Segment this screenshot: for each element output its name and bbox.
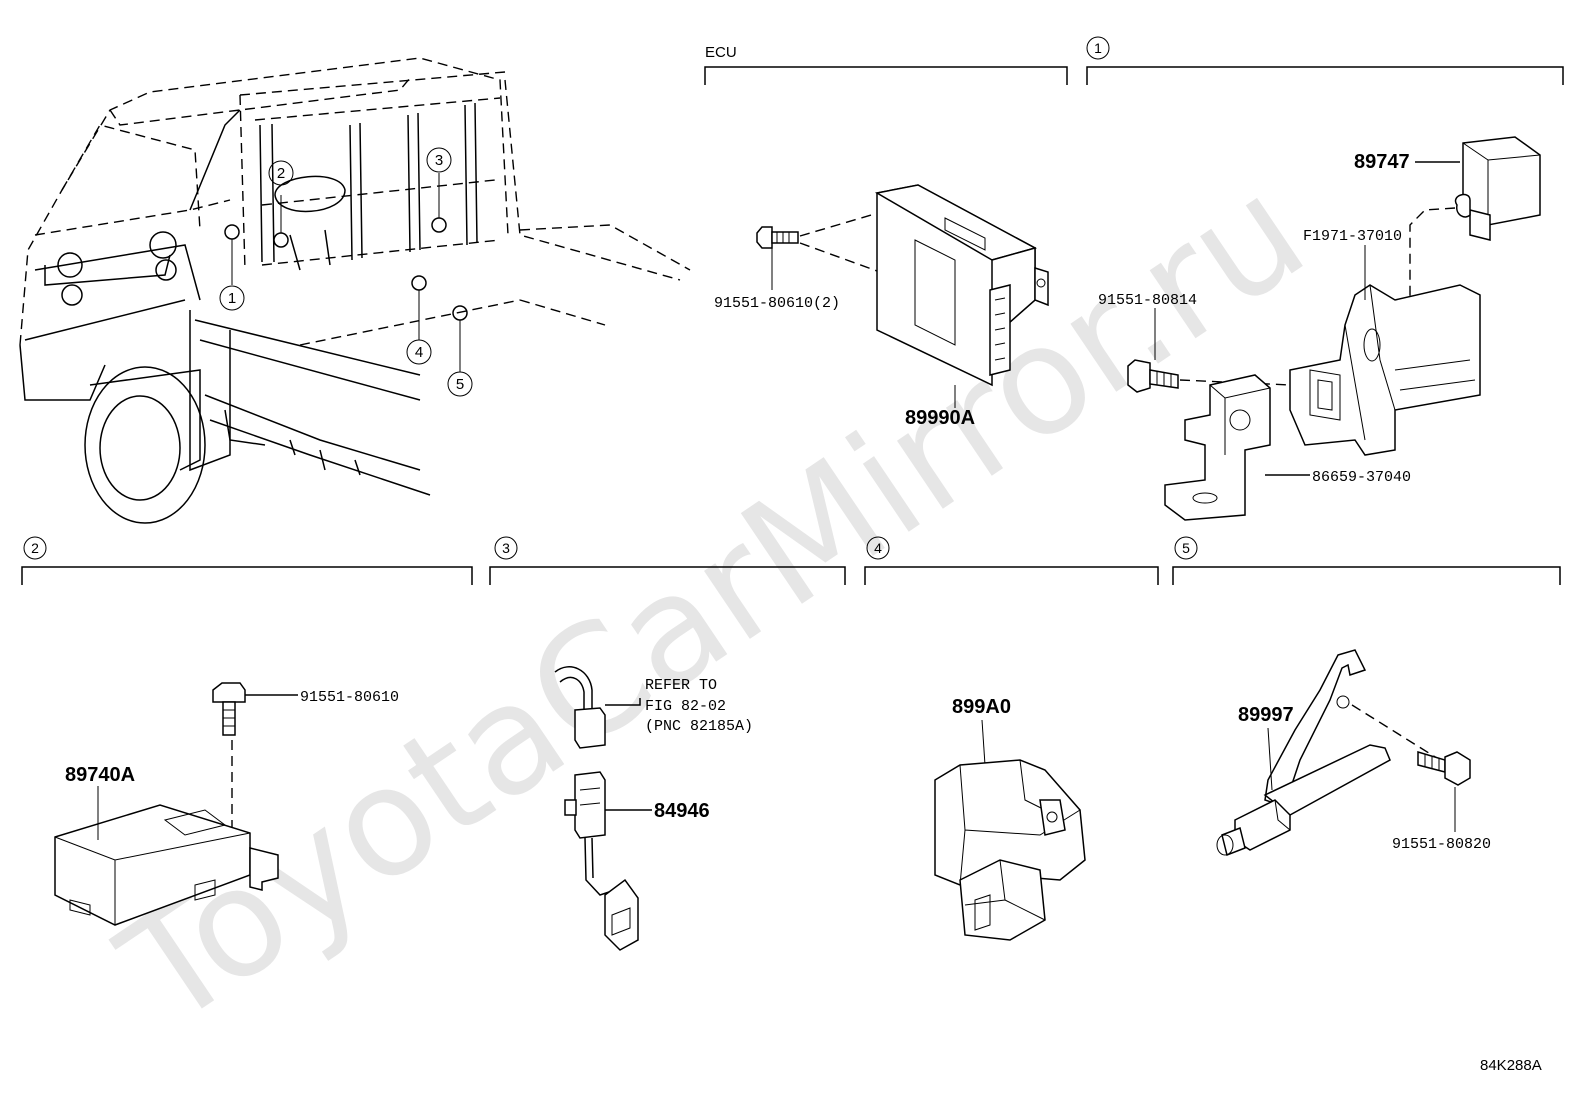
part-91551-80814: 91551-80814 [1098,292,1197,309]
section-2-marker: 2 [31,540,39,556]
part-84946: 84946 [654,800,710,822]
relay-89747 [1454,136,1541,241]
sensor-connector-assembly [554,666,639,951]
section-1: 1 89747 F1971-37010 91 [1086,36,1564,521]
part-91551-80820: 91551-80820 [1392,836,1491,853]
bracket-899a0 [934,759,1086,941]
part-89747: 89747 [1354,151,1410,173]
refer-line-2: FIG 82-02 [645,698,726,715]
section-5-marker: 5 [1182,540,1190,556]
section-4: 4 899A0 [864,536,1159,941]
refer-line-3: (PNC 82185A) [645,718,753,735]
vehicle-illustration: 1 2 3 4 5 [19,57,691,524]
vehicle-callout-1: 1 [228,290,236,307]
section-1-marker: 1 [1094,40,1102,56]
bracket-f1971-37010 [1289,284,1481,456]
section-5: 5 89997 91551-80820 [1172,536,1561,857]
bracket-86659-37040 [1164,374,1271,521]
section-3: 3 REFER TO FIG 82-02 (PNC 82185A) 84946 [489,536,846,951]
section-ecu-title: ECU [705,44,737,61]
part-89997: 89997 [1238,704,1294,726]
vehicle-callout-2: 2 [277,165,285,182]
vehicle-callout-5: 5 [456,376,464,393]
part-89990a: 89990A [905,407,975,429]
bolt-91551-80814 [1127,359,1179,393]
part-86659-37040: 86659-37040 [1312,469,1411,486]
section-3-marker: 3 [502,540,510,556]
watermark: ToyotaCarMirror.ru [92,144,1334,1061]
section-4-marker: 4 [874,540,882,556]
bolt-91551-80820 [1417,750,1471,786]
section-ecu: ECU 91551-80610(2) 89990A [704,44,1068,429]
vehicle-callout-3: 3 [435,152,443,169]
part-89740a: 89740A [65,764,135,786]
part-91551-80610: 91551-80610 [300,689,399,706]
unit-89740a [54,804,279,926]
vehicle-callout-4: 4 [415,344,423,361]
refer-line-1: REFER TO [645,677,717,694]
part-91551-80610-2: 91551-80610(2) [714,295,840,312]
figure-code: 84K288A [1480,1057,1542,1074]
part-899a0: 899A0 [952,696,1011,718]
section-2: 2 91551-80610 89740A [21,536,473,926]
part-f1971-37010: F1971-37010 [1303,228,1402,245]
sensor-89997 [1216,649,1391,857]
ecu-unit [874,184,1049,387]
bolt-91551-80610 [212,682,246,736]
bolt-ecu [756,226,799,249]
